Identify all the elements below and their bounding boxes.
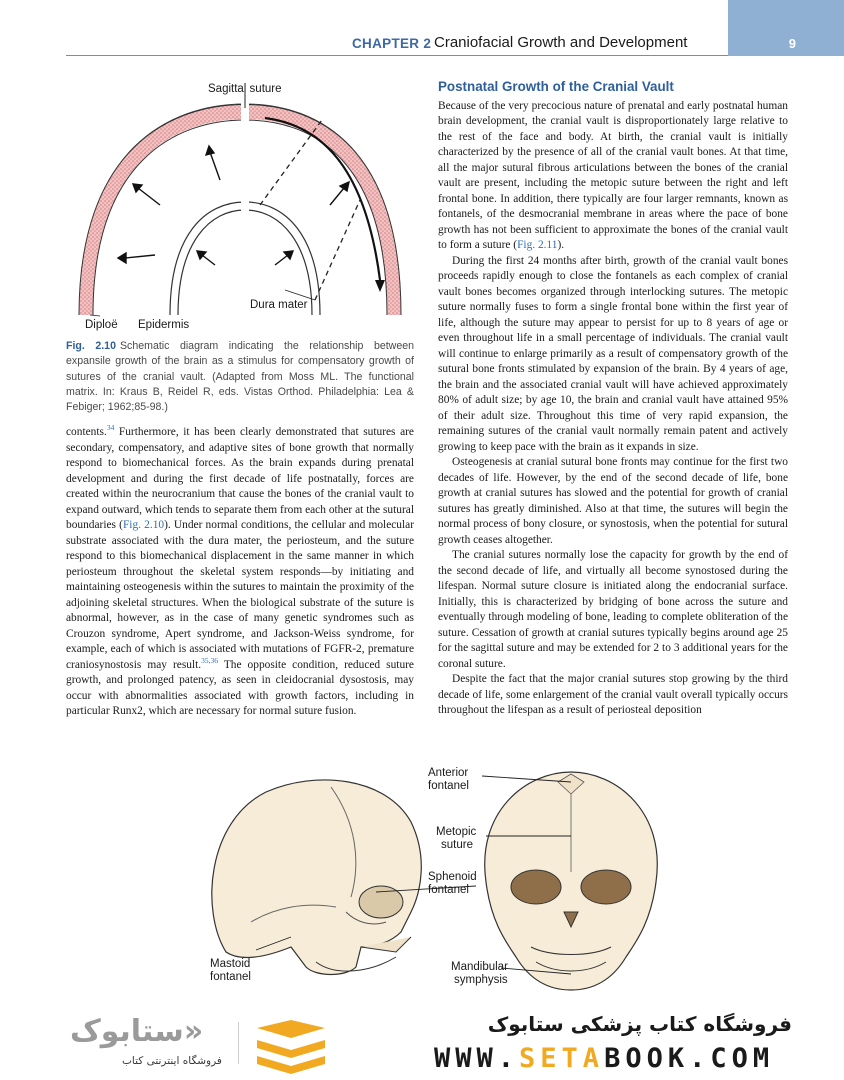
store-logo-subtitle: فروشگاه اینترنتی کتاب	[122, 1055, 222, 1067]
right-paragraph-5: Despite the fact that the major cranial …	[438, 673, 788, 716]
chapter-label: CHAPTER 2	[352, 36, 432, 51]
figure-2-10-cranial-vault-diagram: Sagittal suture Dura mater Diploë Epider…	[78, 83, 402, 331]
section-heading: Postnatal Growth of the Cranial Vault	[438, 79, 674, 94]
label-metopic-suture-1: Metopic	[436, 826, 477, 838]
label-mastoid-fontanel-2: fontanel	[210, 971, 251, 983]
right-paragraph-2: During the first 24 months after birth, …	[438, 254, 788, 453]
page-number-tab	[728, 0, 844, 56]
store-url[interactable]: WWW.SETABOOK.COM	[434, 1043, 775, 1074]
caption-text: Schematic diagram indicating the relatio…	[66, 340, 414, 414]
right-paragraph-1: Because of the very precocious nature of…	[438, 99, 788, 252]
left-paragraph-1: contents.34 Furthermore, it has been cle…	[66, 423, 415, 717]
label-epidermis: Epidermis	[138, 319, 189, 331]
label-sphenoid-fontanel-2: fontanel	[428, 884, 469, 896]
label-mandibular-symphysis-1: Mandibular	[451, 961, 508, 973]
label-dura-mater: Dura mater	[250, 299, 308, 311]
label-metopic-suture-2: suture	[441, 839, 473, 851]
footer-banner	[0, 992, 844, 1080]
lateral-skull-drawing	[211, 779, 422, 976]
figure-2-11-infant-skull: Anterior fontanel Metopic suture Sphenoi…	[210, 767, 658, 991]
label-anterior-fontanel-1: Anterior	[428, 767, 468, 779]
store-name: فروشگاه کتاب پزشکی ستابوک	[487, 1012, 792, 1036]
figure-2-10-link[interactable]: Fig. 2.10	[122, 519, 165, 531]
caption-label: Fig. 2.10	[66, 340, 116, 352]
frontal-skull-drawing	[484, 771, 658, 991]
figure-2-11-link[interactable]: Fig. 2.11	[517, 239, 558, 251]
right-column: Postnatal Growth of the Cranial Vault Be…	[438, 79, 788, 719]
label-anterior-fontanel-2: fontanel	[428, 780, 469, 792]
reference-34[interactable]: 34	[106, 423, 115, 433]
left-column: contents.34 Furthermore, it has been cle…	[66, 423, 415, 720]
label-diploe: Diploë	[85, 319, 118, 331]
store-logo-text: ستابوک»	[70, 1014, 204, 1049]
page-header: CHAPTER 2 Craniofacial Growth and Develo…	[0, 0, 844, 58]
right-paragraph-3: Osteogenesis at cranial sutural bone fro…	[438, 456, 788, 546]
chapter-title: Craniofacial Growth and Development	[434, 34, 688, 51]
label-sphenoid-fontanel-1: Sphenoid	[428, 871, 477, 883]
label-sagittal-suture: Sagittal suture	[208, 83, 282, 95]
label-mandibular-symphysis-2: symphysis	[454, 974, 508, 986]
label-mastoid-fontanel-1: Mastoid	[210, 958, 250, 970]
header-rule	[66, 55, 844, 56]
logo-divider	[238, 1022, 239, 1064]
reference-35-36[interactable]: 35,36	[201, 655, 218, 665]
book-stack-icon	[257, 1020, 325, 1074]
right-paragraph-4: The cranial sutures normally lose the ca…	[438, 549, 788, 670]
page-number: 9	[788, 36, 796, 51]
